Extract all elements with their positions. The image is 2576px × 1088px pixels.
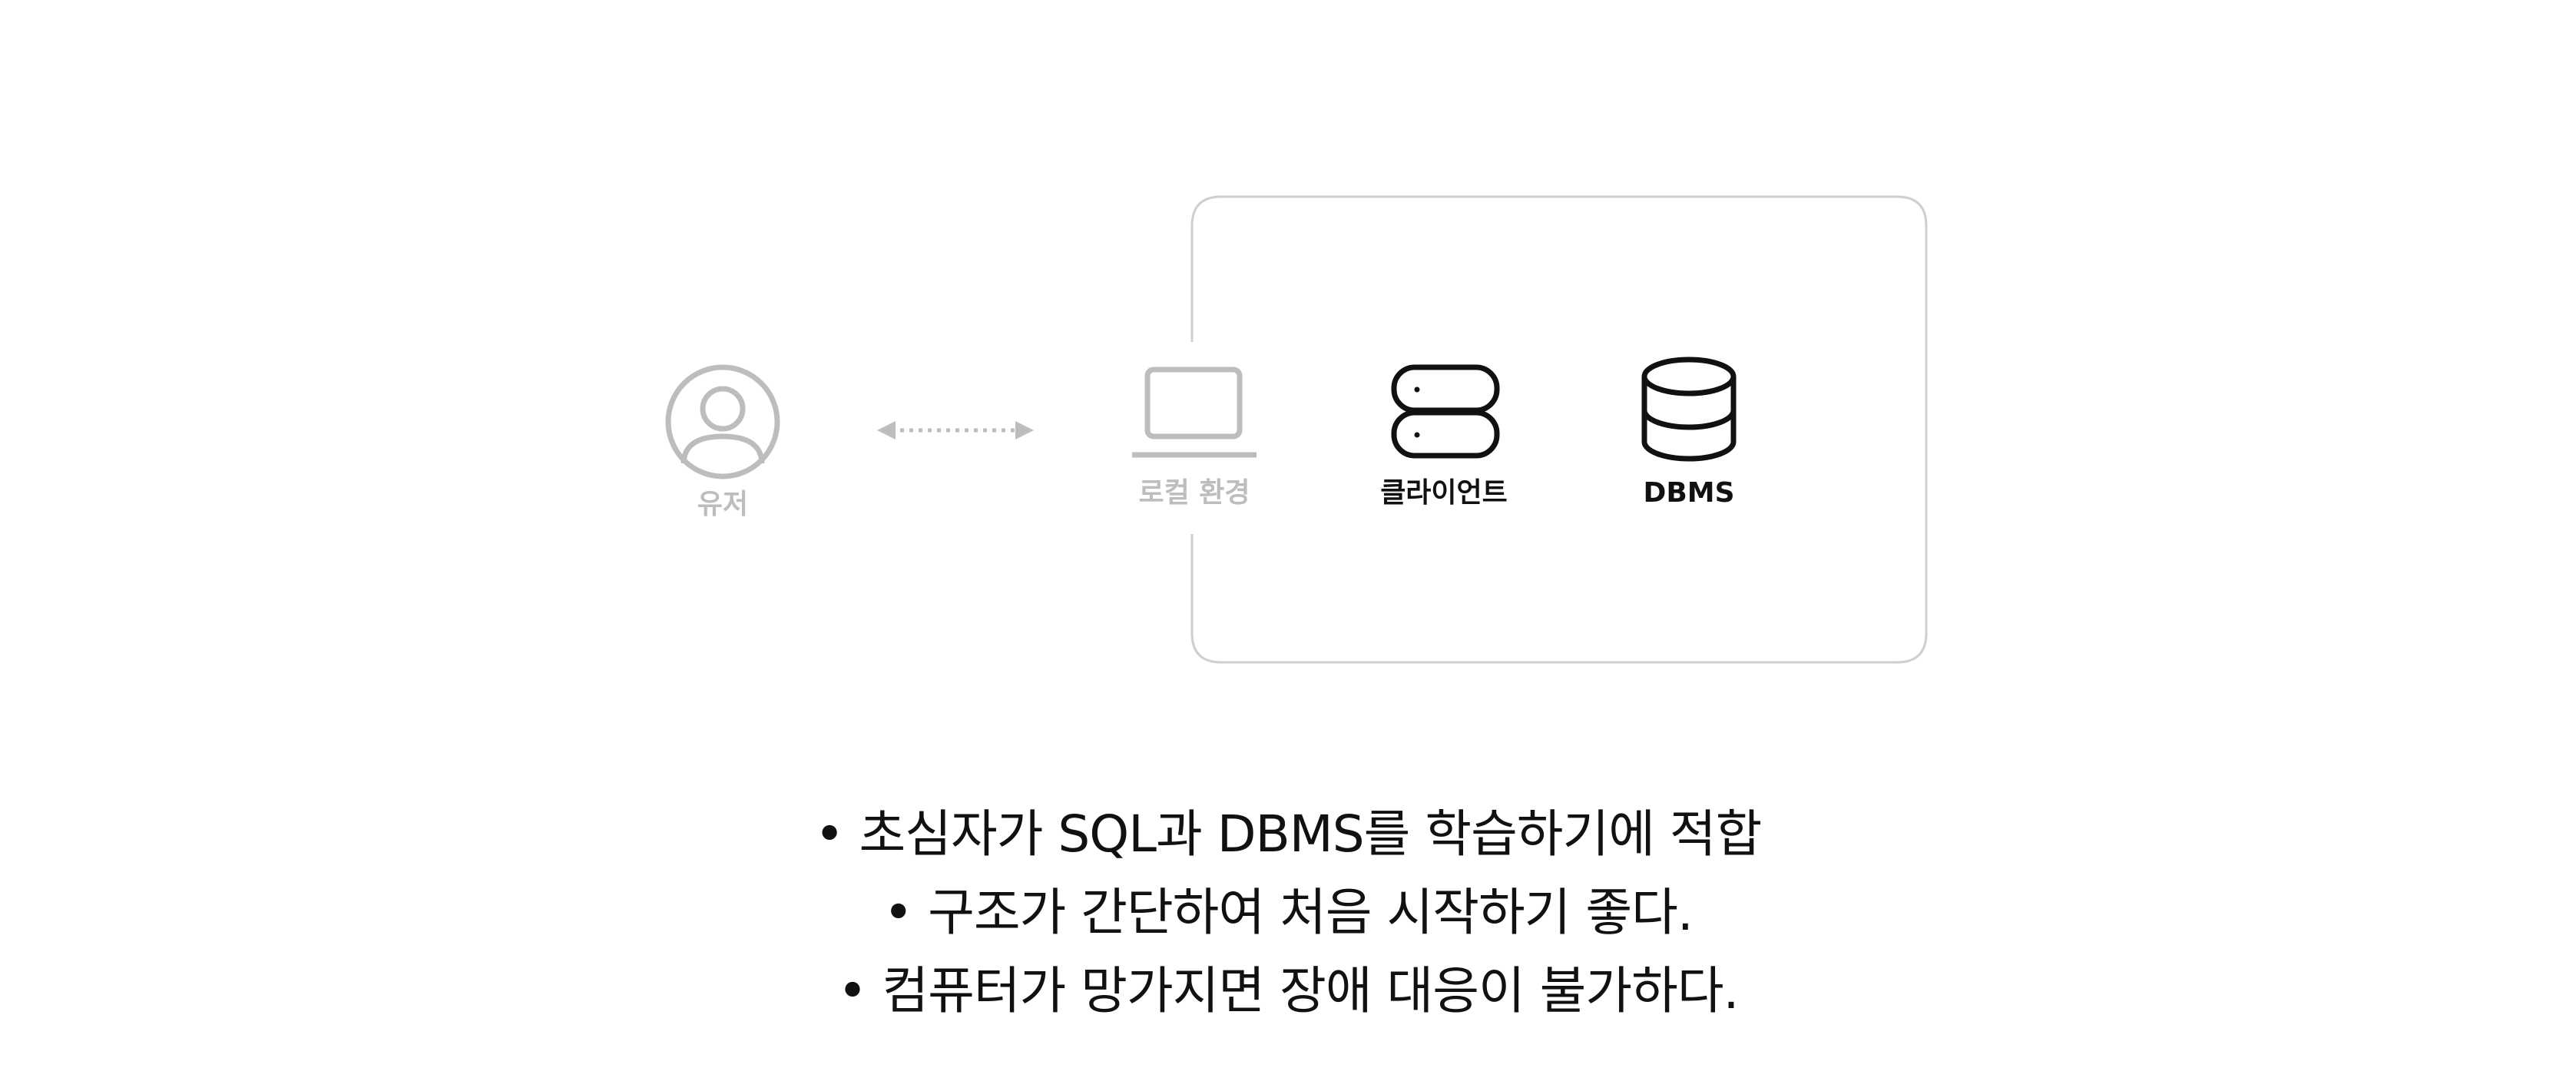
user-label: 유저 bbox=[697, 489, 748, 520]
dotted-double-arrow-icon bbox=[877, 421, 1034, 440]
server-stack-icon bbox=[1391, 364, 1500, 459]
bullet-item: • 초심자가 SQL과 DBMS를 학습하기에 적합 bbox=[814, 804, 1763, 864]
bullet-item: • 컴퓨터가 망가지면 장애 대응이 불가하다. bbox=[837, 961, 1739, 1020]
server-indicator-dot bbox=[1414, 386, 1420, 393]
laptop-icon bbox=[1132, 367, 1257, 458]
dbms-label: DBMS bbox=[1643, 477, 1734, 509]
server-indicator-dot bbox=[1414, 432, 1420, 438]
database-icon bbox=[1641, 357, 1737, 462]
bullet-list: • 초심자가 SQL과 DBMS를 학습하기에 적합 • 구조가 간단하여 처음… bbox=[0, 795, 2576, 1030]
local-label: 로컬 환경 bbox=[1138, 477, 1250, 509]
client-label: 클라이언트 bbox=[1380, 477, 1508, 509]
bullet-item: • 구조가 간단하여 처음 시작하기 좋다. bbox=[883, 883, 1694, 942]
local-environment-box bbox=[1190, 195, 1928, 664]
user-circle-icon bbox=[665, 364, 780, 479]
